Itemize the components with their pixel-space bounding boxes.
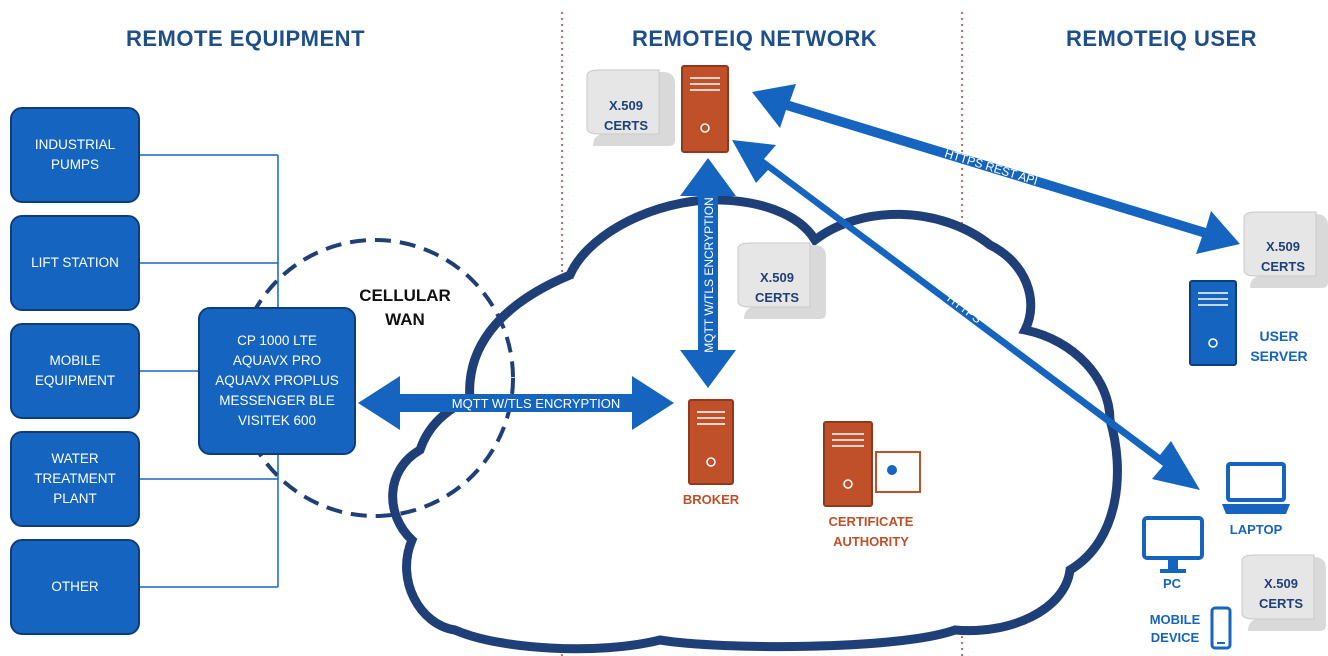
mqtt-horizontal-arrow	[358, 376, 674, 430]
mobile-device-icon	[1210, 606, 1232, 650]
pc-icon	[1142, 516, 1204, 573]
header-remoteiq-user: REMOTEIQ USER	[1066, 26, 1258, 51]
header-remoteiq-network: REMOTEIQ NETWORK	[632, 26, 878, 51]
https-rest-api-arrow	[752, 84, 1240, 254]
laptop-label: LAPTOP	[1229, 522, 1283, 537]
certificate-authority-icon	[823, 421, 921, 507]
pc-label: PC	[1162, 576, 1182, 591]
user-server-label: USER SERVER	[1250, 328, 1308, 364]
equipment-water-treatment-plant: WATER TREATMENT PLANT	[10, 431, 140, 527]
mqtt-horizontal-label: MQTT W/TLS ENCRYPTION	[452, 396, 621, 411]
cloud-shape	[388, 195, 1122, 654]
equipment-lift-station: LIFT STATION	[10, 215, 140, 311]
laptop-icon	[1222, 462, 1290, 514]
cert-scroll-top	[586, 69, 675, 146]
header-remote-equipment: REMOTE EQUIPMENT	[126, 26, 366, 51]
mobile-device-label: MOBILE DEVICE	[1149, 612, 1201, 645]
mqtt-vertical-label: MQTT W/TLS ENCRYPTION	[702, 197, 716, 353]
certificate-authority-label: CERTIFICATE AUTHORITY	[828, 514, 914, 549]
cert-label-devices: X.509 CERTS	[1258, 576, 1304, 611]
equipment-other: OTHER	[10, 539, 140, 635]
equipment-industrial-pumps: INDUSTRIAL PUMPS	[10, 107, 140, 203]
https-arrow	[732, 140, 1200, 490]
broker-label: BROKER	[682, 492, 740, 507]
cert-label-cloud: X.509 CERTS	[754, 270, 800, 305]
cert-scroll-user-server	[1243, 211, 1328, 288]
https-rest-api-label: HTTPS REST API	[943, 146, 1039, 188]
equipment-mobile-equipment: MOBILE EQUIPMENT	[10, 323, 140, 419]
device-list-box: CP 1000 LTE AQUAVX PRO AQUAVX PROPLUS ME…	[198, 307, 356, 455]
cert-label-top: X.509 CERTS	[603, 98, 649, 133]
broker-server-icon	[688, 399, 734, 485]
user-server-icon	[1189, 280, 1237, 366]
cert-label-user-server: X.509 CERTS	[1260, 239, 1306, 274]
mqtt-vertical-arrow	[680, 158, 736, 388]
cert-scroll-cloud	[737, 242, 826, 319]
network-server-icon	[681, 65, 729, 153]
cert-scroll-devices	[1241, 554, 1326, 631]
cellular-wan-label: CELLULAR WAN	[359, 286, 451, 329]
